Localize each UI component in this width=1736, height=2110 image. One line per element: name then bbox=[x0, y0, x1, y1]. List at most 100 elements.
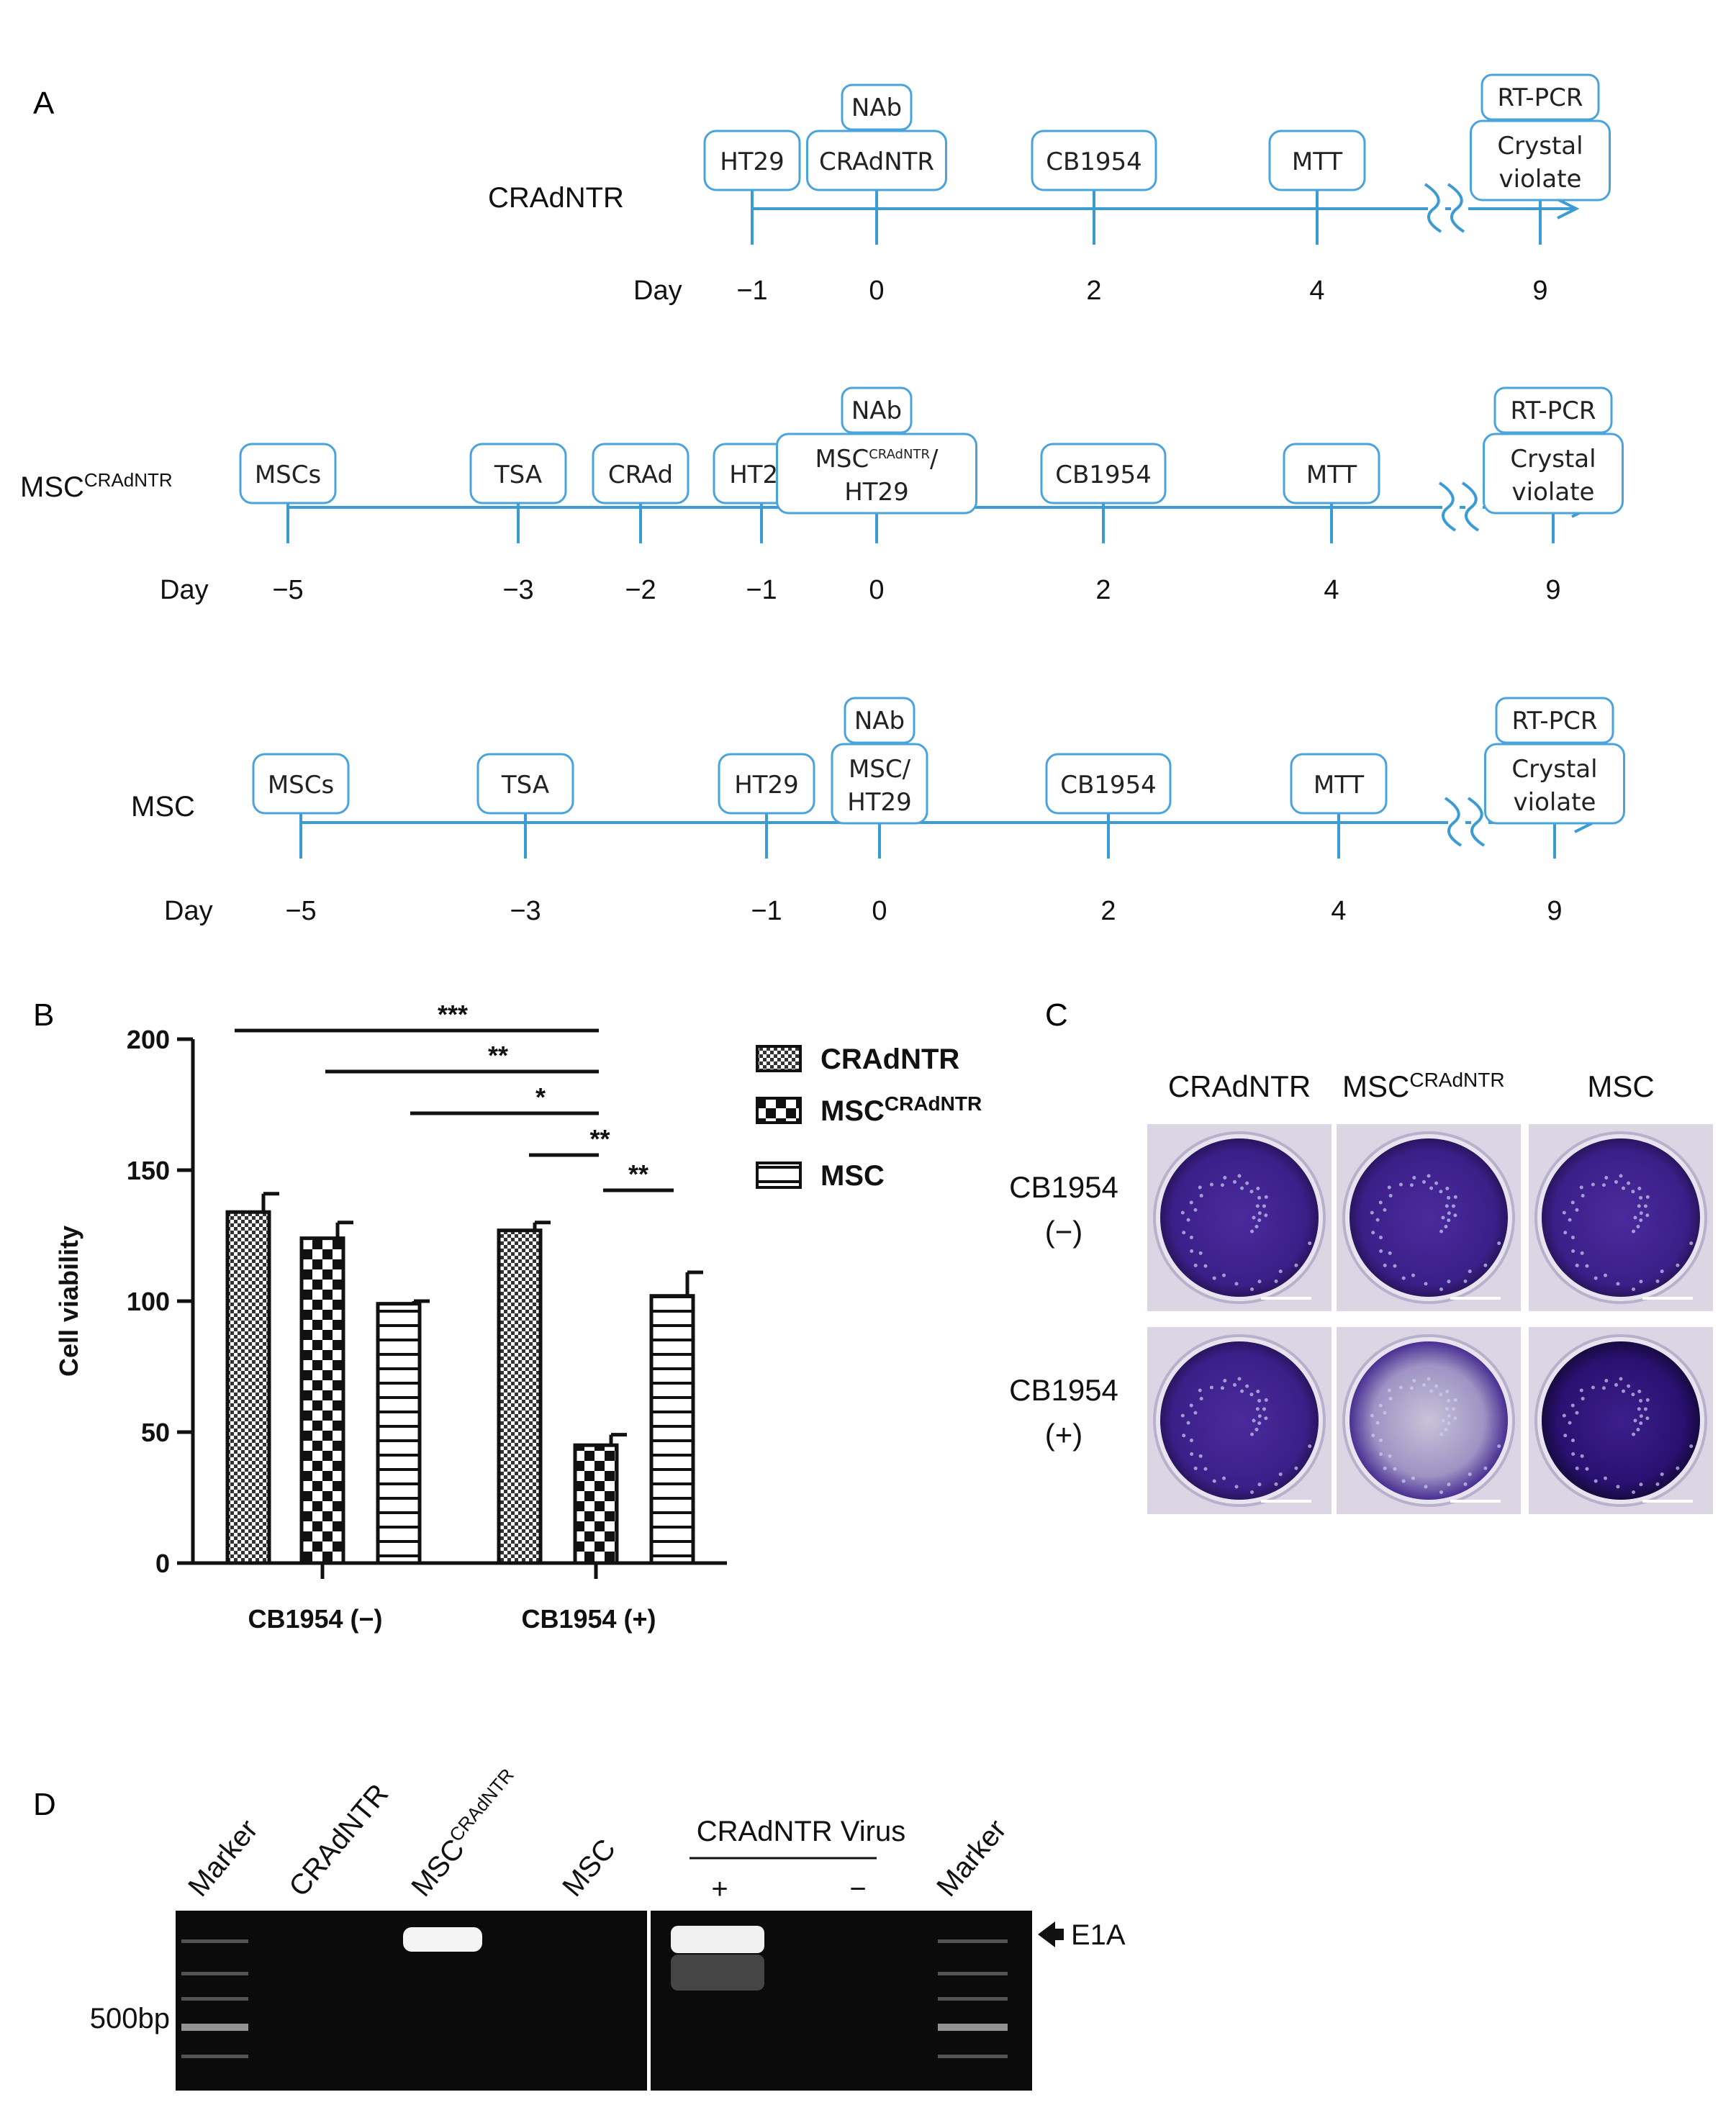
day-value: 4 bbox=[1309, 276, 1324, 306]
step-above-box bbox=[844, 697, 916, 744]
virus-minus-label: − bbox=[849, 1873, 866, 1905]
gel-lane-label: Marker bbox=[931, 1814, 1013, 1903]
well-speckle bbox=[1424, 1485, 1428, 1489]
significance-label: *** bbox=[438, 1000, 468, 1029]
well-speckle bbox=[1639, 1195, 1643, 1200]
well-speckle bbox=[1445, 1390, 1450, 1394]
well-speckle bbox=[1593, 1479, 1598, 1483]
well-speckle bbox=[1601, 1386, 1606, 1390]
day-value: −5 bbox=[272, 575, 303, 605]
step-label: MTT bbox=[1314, 771, 1365, 800]
well-speckle bbox=[1190, 1452, 1194, 1456]
well-speckle bbox=[1193, 1263, 1198, 1267]
well-speckle bbox=[1193, 1411, 1198, 1415]
well-speckle bbox=[1257, 1414, 1262, 1418]
well-speckle bbox=[1632, 1432, 1636, 1436]
step-box bbox=[831, 743, 928, 825]
well-speckle bbox=[1250, 1490, 1254, 1494]
ladder-band bbox=[938, 1997, 1008, 2001]
well-speckle bbox=[1378, 1439, 1383, 1443]
well-speckle bbox=[1199, 1397, 1203, 1400]
well-speckle bbox=[1631, 1393, 1635, 1397]
well-stain bbox=[1160, 1138, 1319, 1297]
well-speckle bbox=[1198, 1251, 1203, 1255]
step-label: CB1954 bbox=[1046, 148, 1142, 176]
well-speckle bbox=[1627, 1181, 1631, 1185]
well-speckle bbox=[1604, 1273, 1608, 1277]
significance-label: ** bbox=[589, 1124, 610, 1154]
well-stain bbox=[1350, 1341, 1508, 1500]
significance-label: * bbox=[535, 1082, 546, 1112]
well-speckle bbox=[1411, 1273, 1416, 1277]
well-row-label: CB1954 bbox=[1009, 1170, 1118, 1204]
step-above-box bbox=[841, 83, 913, 131]
well-speckle bbox=[1570, 1236, 1575, 1240]
step-box bbox=[1484, 743, 1625, 825]
ladder-band bbox=[181, 1972, 248, 1975]
well-speckle bbox=[1378, 1200, 1383, 1205]
band-label: E1A bbox=[1071, 1919, 1126, 1951]
well-speckle bbox=[1189, 1200, 1193, 1205]
well-speckle bbox=[1575, 1411, 1579, 1415]
axis-break-icon bbox=[1424, 183, 1442, 233]
well-speckle bbox=[1604, 1379, 1609, 1383]
e1a-smear bbox=[671, 1955, 764, 1991]
well-speckle bbox=[1257, 1195, 1262, 1200]
well-speckle bbox=[1570, 1439, 1575, 1443]
well-stain bbox=[1160, 1341, 1319, 1500]
well-speckle bbox=[1234, 1282, 1239, 1286]
step-label: CRAd bbox=[608, 461, 673, 489]
well-speckle bbox=[1186, 1218, 1190, 1222]
well-speckle bbox=[1568, 1421, 1572, 1425]
well-speckle bbox=[1627, 1384, 1631, 1388]
well-column-label: MSC bbox=[1587, 1069, 1654, 1103]
well-speckle bbox=[1468, 1472, 1472, 1477]
legend-label: MSC bbox=[820, 1160, 885, 1192]
well-speckle bbox=[1645, 1195, 1650, 1199]
gel-lane-label: CRAdNTR bbox=[283, 1778, 394, 1903]
well-speckle bbox=[1632, 1229, 1636, 1233]
well-speckle bbox=[1370, 1413, 1374, 1418]
step-label: HT29 bbox=[844, 478, 909, 507]
day-value: −3 bbox=[502, 575, 533, 605]
well-speckle bbox=[1453, 1213, 1457, 1218]
day-value: 2 bbox=[1086, 276, 1101, 306]
axis-break-icon bbox=[1447, 183, 1465, 233]
well-speckle bbox=[1497, 1444, 1501, 1449]
well-speckle bbox=[1579, 1185, 1583, 1190]
well-speckle bbox=[1180, 1210, 1185, 1215]
well-speckle bbox=[1631, 1190, 1635, 1194]
legend-swatch bbox=[756, 1162, 802, 1189]
well-speckle bbox=[1445, 1407, 1449, 1411]
well-speckle bbox=[1639, 1421, 1643, 1426]
well-speckle bbox=[1447, 1280, 1451, 1284]
well-speckle bbox=[1250, 1287, 1254, 1291]
well-speckle bbox=[1575, 1263, 1579, 1267]
well-speckle bbox=[1193, 1466, 1198, 1470]
well-speckle bbox=[1563, 1231, 1568, 1235]
well-speckle bbox=[1256, 1390, 1260, 1394]
well-speckle bbox=[1387, 1185, 1391, 1190]
y-axis-label: Cell viability bbox=[54, 1226, 83, 1377]
well-speckle bbox=[1427, 1174, 1431, 1178]
step-box bbox=[1045, 753, 1172, 815]
step-box bbox=[703, 130, 801, 191]
well-speckle bbox=[1409, 1386, 1414, 1390]
well-speckle bbox=[1445, 1204, 1449, 1208]
well-speckle bbox=[1645, 1416, 1650, 1421]
well-speckle bbox=[1257, 1218, 1262, 1223]
well-speckle bbox=[1447, 1421, 1451, 1426]
step-label: TSA bbox=[501, 771, 549, 800]
well-speckle bbox=[1240, 1186, 1244, 1190]
well-column-label: MSCCRAdNTR bbox=[1342, 1069, 1505, 1103]
well-speckle bbox=[1249, 1393, 1254, 1397]
step-label: MSC/ bbox=[849, 755, 911, 784]
panel-a-timelines: CRAdNTRDayHT29−1NAbCRAdNTR0CB19542MTT4RT… bbox=[20, 73, 1625, 926]
well-speckle bbox=[1212, 1276, 1216, 1280]
virus-header: CRAdNTR Virus bbox=[697, 1816, 905, 1847]
day-value: 0 bbox=[869, 276, 884, 306]
day-value: 0 bbox=[872, 896, 887, 926]
well-speckle bbox=[1212, 1479, 1216, 1483]
well-speckle bbox=[1278, 1269, 1283, 1274]
